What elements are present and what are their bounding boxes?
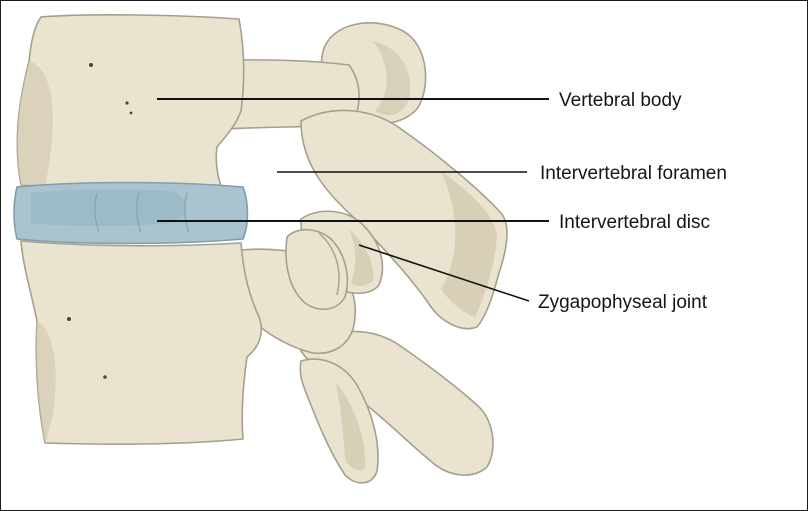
lower-body-pore xyxy=(103,375,107,379)
lower-body-pore xyxy=(67,317,71,321)
label-intervertebral-disc: Intervertebral disc xyxy=(559,213,710,232)
label-vertebral-body: Vertebral body xyxy=(559,91,682,110)
lower-vertebral-body xyxy=(21,241,261,444)
label-intervertebral-foramen: Intervertebral foramen xyxy=(540,164,727,183)
upper-body-pore xyxy=(89,63,93,67)
upper-body-pore xyxy=(130,112,133,115)
upper-body-pore xyxy=(125,101,128,104)
label-zygapophyseal-joint: Zygapophyseal joint xyxy=(538,293,707,312)
